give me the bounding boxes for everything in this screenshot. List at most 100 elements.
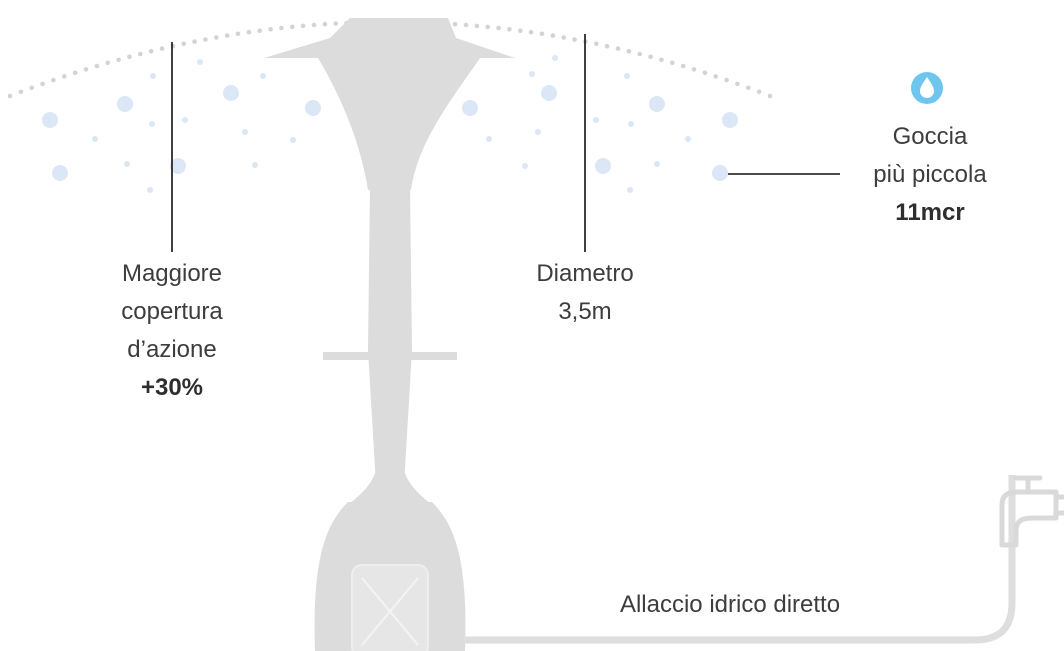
mist-droplet xyxy=(197,59,203,65)
coverage-value: +30% xyxy=(140,374,204,401)
arc-dot xyxy=(615,46,621,51)
arc-dot xyxy=(148,48,154,54)
arc-dot xyxy=(51,77,56,83)
arc-dot xyxy=(539,31,545,37)
tower-canopy xyxy=(264,18,515,58)
arc-dot xyxy=(7,93,13,99)
arc-dot xyxy=(83,67,89,72)
arc-dot xyxy=(680,63,686,69)
arc-dot xyxy=(485,24,491,30)
arc-dot xyxy=(159,46,165,51)
arc-dot xyxy=(659,57,664,63)
arc-dot xyxy=(670,60,675,66)
arc-dot xyxy=(290,24,295,30)
mist-droplet xyxy=(182,117,188,123)
arc-dot xyxy=(29,85,34,91)
arc-dot xyxy=(626,48,632,54)
arc-dot xyxy=(474,23,480,29)
arc-dot xyxy=(203,37,208,42)
mist-droplet xyxy=(290,137,296,143)
arc-dot xyxy=(105,60,110,66)
arc-dot xyxy=(604,43,610,49)
mist-droplet xyxy=(552,55,558,61)
mist-droplet xyxy=(685,136,691,142)
arc-dot xyxy=(637,51,642,57)
water-drop-icon xyxy=(911,72,943,104)
base-access-panel xyxy=(351,564,429,651)
arc-dot xyxy=(691,67,697,72)
mist-droplet xyxy=(42,112,58,128)
mist-droplet xyxy=(535,129,541,135)
arc-dot xyxy=(181,41,186,47)
coverage-label-line1: Maggiore xyxy=(121,260,223,287)
arc-dot xyxy=(235,31,241,37)
tower-stem xyxy=(368,185,412,485)
tower-head xyxy=(318,58,480,190)
arc-dot xyxy=(116,57,121,63)
arc-dot xyxy=(322,21,328,27)
arc-dot xyxy=(572,37,577,42)
water-connection-text: Allaccio idrico diretto xyxy=(619,591,841,618)
mist-droplet xyxy=(305,100,321,116)
mist-droplet xyxy=(722,112,738,128)
arc-dot xyxy=(767,93,773,99)
arc-dot xyxy=(72,70,78,76)
mist-droplet xyxy=(223,85,239,101)
arc-dot xyxy=(561,35,566,40)
mist-droplet xyxy=(242,129,248,135)
mist-droplet xyxy=(649,96,665,112)
arc-dot xyxy=(94,63,100,69)
arc-dot xyxy=(507,27,512,32)
diameter-label: Diametro 3,5m xyxy=(485,255,685,331)
arc-dot xyxy=(62,74,67,79)
mist-droplet xyxy=(712,165,728,181)
mist-droplet xyxy=(124,161,130,167)
arc-dot xyxy=(452,21,458,27)
coverage-label-line3: d’azione xyxy=(127,336,217,363)
coverage-label-line2: copertura xyxy=(121,298,223,325)
diameter-label-line1: Diametro xyxy=(536,260,634,287)
mist-droplet xyxy=(92,136,98,142)
arc-dot xyxy=(311,22,317,28)
arc-dot xyxy=(528,29,534,35)
mist-droplet xyxy=(628,121,634,127)
arc-dot xyxy=(648,54,653,60)
arc-dot xyxy=(702,70,708,76)
mist-droplet xyxy=(149,121,155,127)
water-tap-icon xyxy=(999,475,1064,548)
mist-droplet xyxy=(624,73,630,79)
mist-droplet xyxy=(654,161,660,167)
arc-dot xyxy=(224,33,230,38)
arc-dot xyxy=(713,74,718,79)
arc-dot xyxy=(756,89,762,95)
arc-dot xyxy=(746,85,751,91)
mist-droplet xyxy=(593,117,599,123)
arc-dot xyxy=(735,81,740,87)
arc-dot xyxy=(518,28,523,33)
arc-dot xyxy=(40,81,45,87)
arc-dot xyxy=(127,54,132,60)
mist-droplet xyxy=(117,96,133,112)
mist-droplet xyxy=(170,158,186,174)
droplet-label-line2: più piccola xyxy=(873,161,987,188)
arc-dot xyxy=(550,33,556,38)
mist-droplet xyxy=(150,73,156,79)
tower-collar xyxy=(323,352,457,360)
arc-dot xyxy=(246,29,252,35)
mist-droplet xyxy=(486,136,492,142)
arc-dot xyxy=(214,35,219,40)
tower-neck xyxy=(348,470,432,505)
mist-droplet xyxy=(252,162,258,168)
coverage-label: Maggiore copertura d’azione +30% xyxy=(72,255,272,407)
misting-tower xyxy=(264,18,515,651)
mist-droplet xyxy=(522,163,528,169)
mist-droplet xyxy=(529,71,535,77)
arc-dot xyxy=(594,41,599,47)
arc-dot xyxy=(496,25,501,31)
mist-droplet xyxy=(147,187,153,193)
arc-dot xyxy=(300,23,306,29)
mist-droplet xyxy=(260,73,266,79)
arc-dot xyxy=(279,25,284,31)
droplet-label: Goccia più piccola 11mcr xyxy=(830,118,1030,232)
